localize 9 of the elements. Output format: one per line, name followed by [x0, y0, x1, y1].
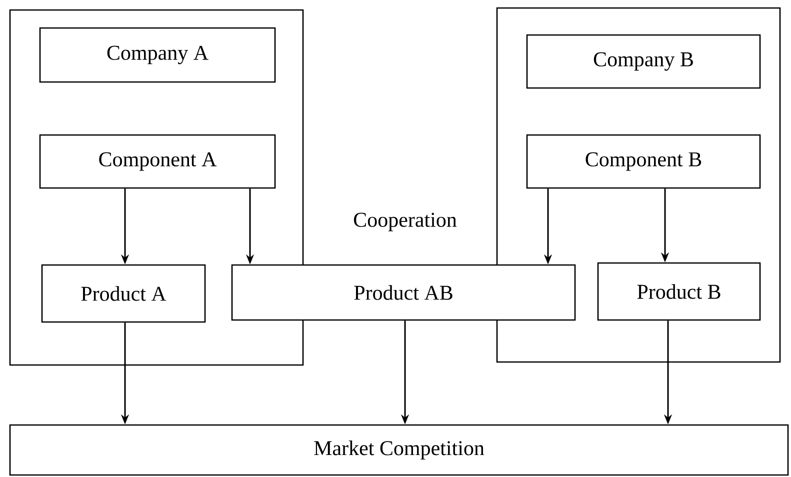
process-box: Product A	[41, 264, 206, 323]
label-text: Cooperation	[354, 212, 457, 232]
process-box: Component A	[39, 134, 276, 189]
process-box: Product AB	[231, 264, 576, 321]
process-box: Company A	[39, 27, 276, 83]
process-box: Company B	[526, 34, 761, 89]
process-box: Component B	[526, 134, 761, 189]
process-box: Product B	[597, 262, 761, 321]
process-box: Market Competition	[9, 424, 789, 476]
